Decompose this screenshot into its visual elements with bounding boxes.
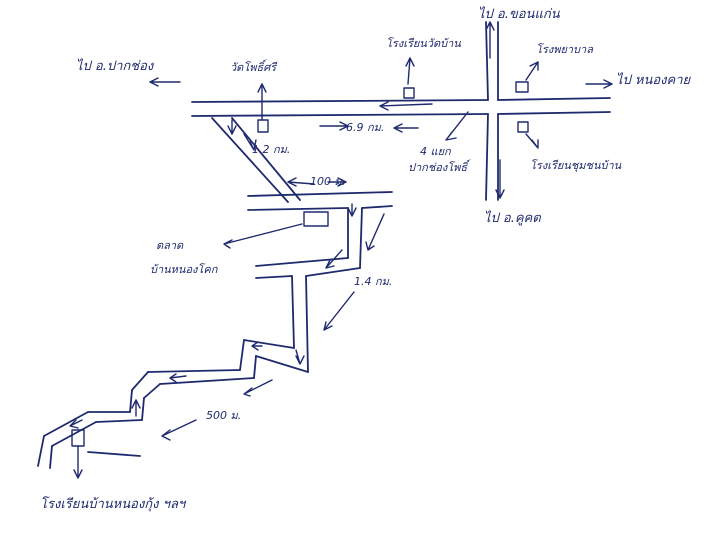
label-hospital-right: โรงพยาบาล <box>536 43 593 56</box>
label-junction-4-name: ปากช่องโพธิ์ <box>408 161 468 174</box>
label-destination: โรงเรียนบ้านหนองกุ้ง ฯลฯ <box>40 497 186 512</box>
distance-500-m: 500 ม. <box>206 409 242 422</box>
label-temple: วัดโพธิ์ศรี <box>230 61 277 74</box>
label-to-pak-chong: ไป อ.ปากช่อง <box>76 59 154 74</box>
label-school: โรงเรียนวัดบ้าน <box>386 37 461 50</box>
distance-100-m: 100 ม. <box>310 175 346 188</box>
diagonal-branch-road <box>211 117 301 203</box>
second-road <box>247 191 393 211</box>
hospital-right-box <box>515 81 529 93</box>
label-to-khu-khot: ไป อ.คูคต <box>484 211 541 226</box>
label-market: ตลาด <box>156 239 184 252</box>
third-road <box>255 207 363 279</box>
market-box <box>303 211 329 227</box>
label-to-nong-kai: ไป หนองคาย <box>616 73 691 88</box>
label-to-khon-kaen: ไป อ.ขอนแก่น <box>478 7 560 22</box>
label-community-school: โรงเรียนชุมชนบ้าน <box>530 159 622 172</box>
label-junction-4: 4 แยก <box>420 145 451 158</box>
school-top-box <box>403 87 415 99</box>
distance-6-9-km: 6.9 กม. <box>346 121 385 134</box>
stepped-road <box>37 339 309 469</box>
temple-box <box>257 119 269 133</box>
direction-arrows <box>69 21 613 479</box>
label-temple-sub: บ้านหนองโคก <box>150 263 218 276</box>
distance-1-4-km: 1.4 กม. <box>354 275 393 288</box>
vertical-section <box>291 275 309 373</box>
vertical-highway <box>485 21 499 201</box>
distance-1-2-km: 1.2 กม. <box>252 143 291 156</box>
main-highway <box>191 97 611 117</box>
school-right-box <box>517 121 529 133</box>
